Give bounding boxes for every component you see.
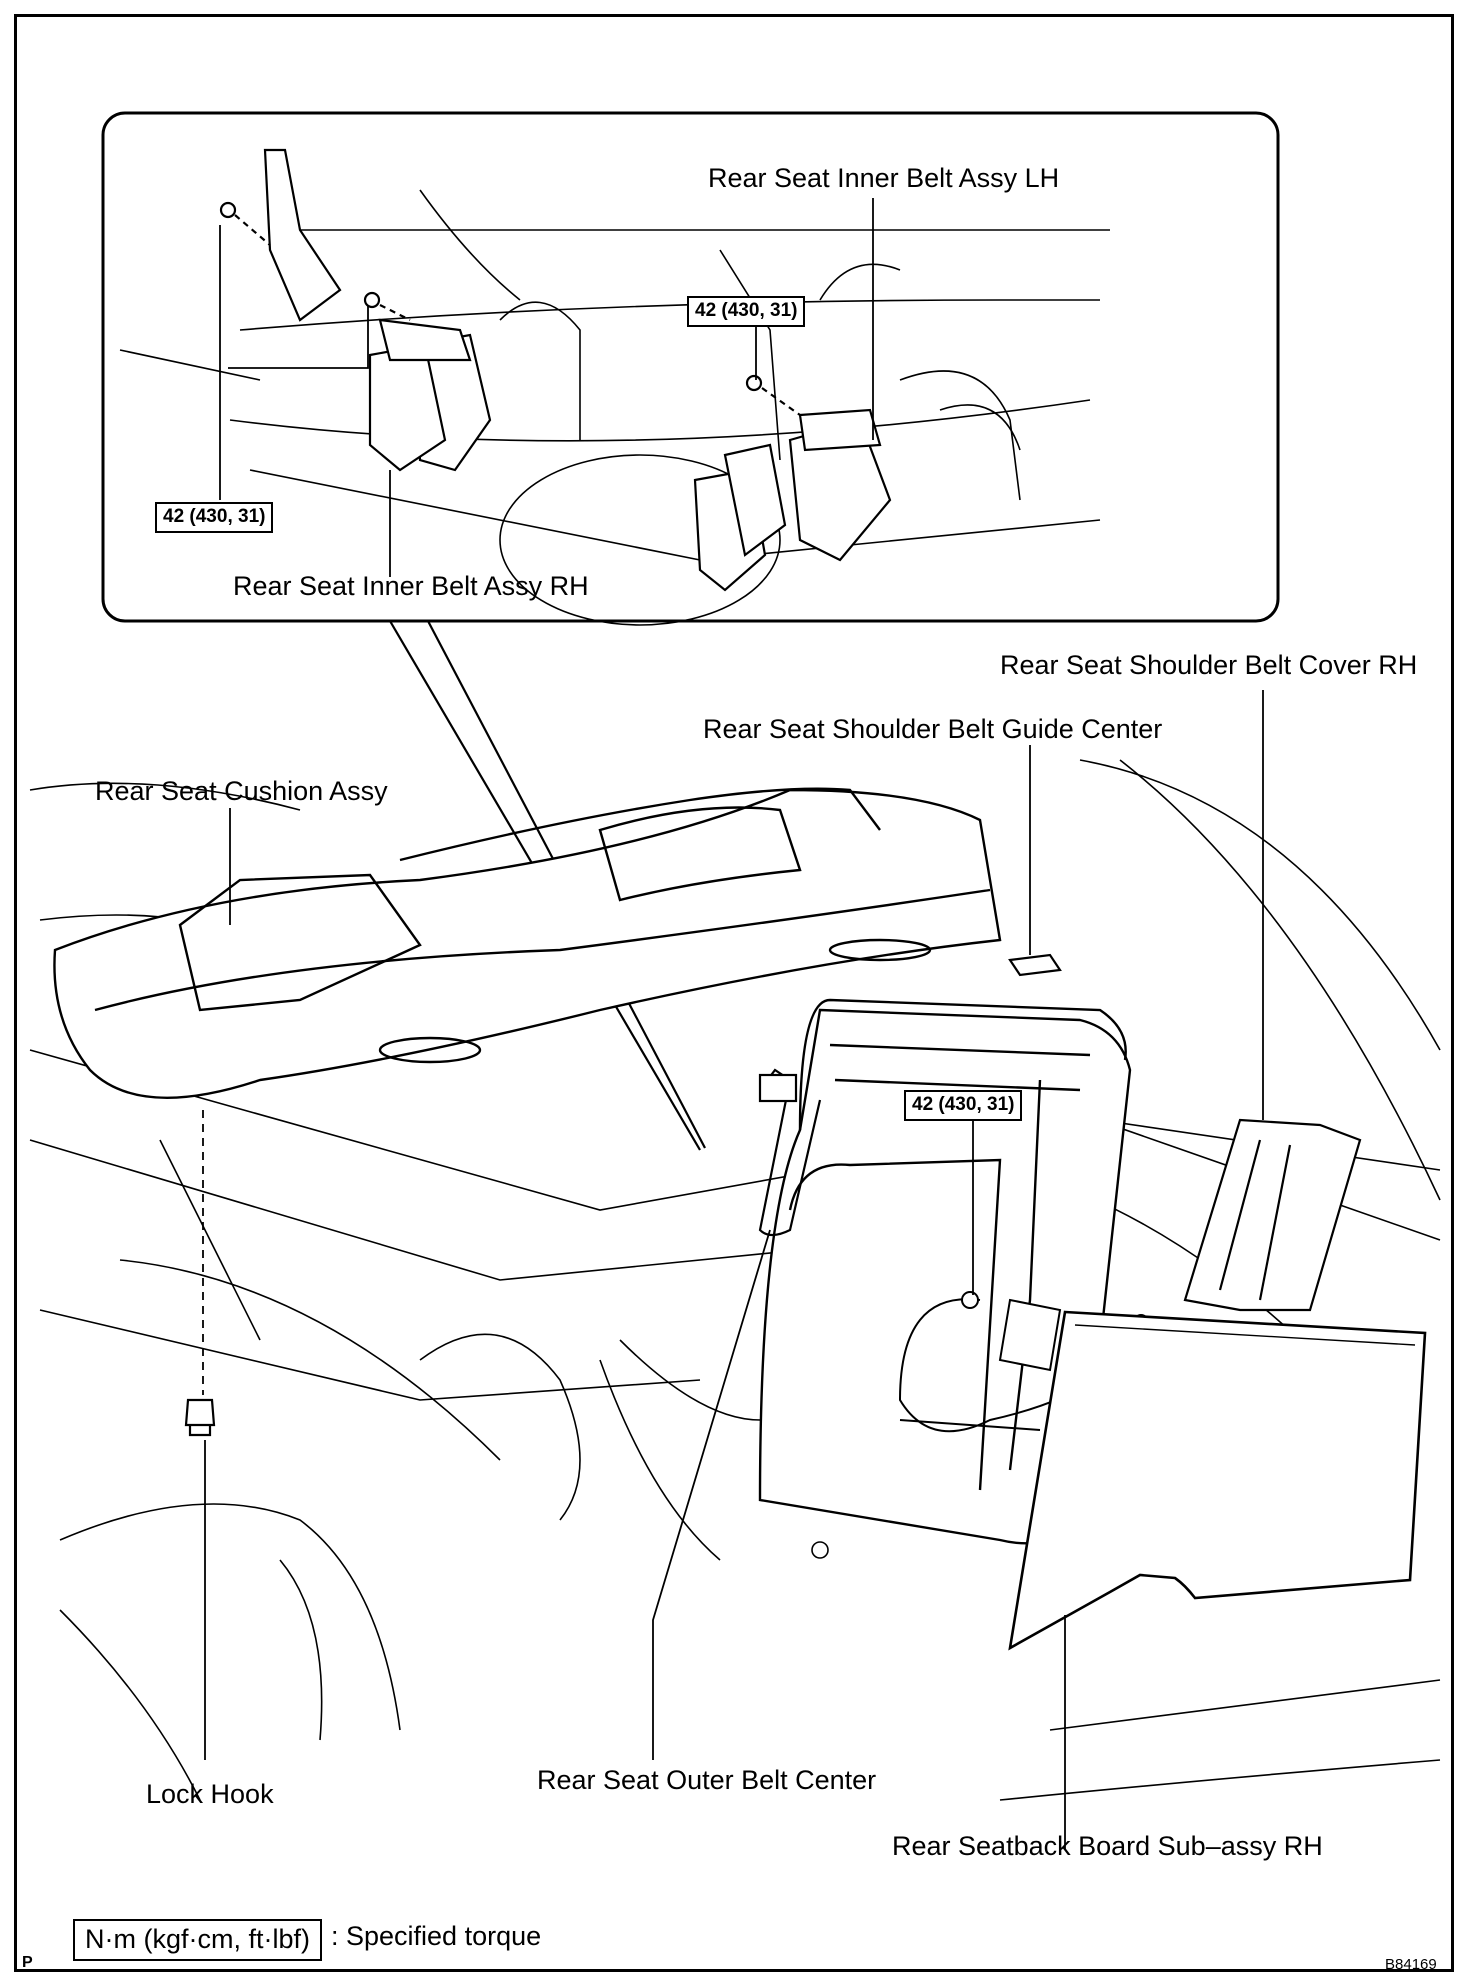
inset-lh-belt xyxy=(693,374,892,592)
torque-inset-right: 42 (430, 31) xyxy=(687,296,806,327)
torque-main: 42 (430, 31) xyxy=(904,1090,1023,1121)
corner-mark: P xyxy=(22,1954,33,1971)
legend-description: : Specified torque xyxy=(331,1921,542,1951)
label-shoulder-belt-guide-center: Rear Seat Shoulder Belt Guide Center xyxy=(703,714,1163,744)
label-seatback-board-rh: Rear Seatback Board Sub–assy RH xyxy=(892,1831,1323,1861)
seatback-board-rh xyxy=(1008,1310,1427,1651)
inset-box xyxy=(101,111,1280,623)
label-rear-seat-cushion: Rear Seat Cushion Assy xyxy=(95,776,388,806)
label-lock-hook: Lock Hook xyxy=(146,1779,274,1809)
label-outer-belt-center: Rear Seat Outer Belt Center xyxy=(537,1765,877,1795)
figure-code: B84169 xyxy=(1385,1956,1437,1973)
rear-seatback-frame xyxy=(758,998,1132,1545)
shoulder-belt-cover-rh xyxy=(1183,1118,1362,1312)
lock-hook xyxy=(184,1398,216,1437)
inset-floor-lines xyxy=(119,189,1110,626)
main-leaders xyxy=(202,690,1264,1850)
inset-rh-belt xyxy=(219,148,492,472)
diagram-frame xyxy=(14,14,1454,1972)
torque-unit-legend: N·m (kgf·cm, ft·lbf) xyxy=(73,1919,322,1961)
rear-seat-cushion xyxy=(53,787,1002,1099)
shoulder-belt-guide-center xyxy=(1008,953,1062,977)
label-inner-belt-lh: Rear Seat Inner Belt Assy LH xyxy=(708,163,1060,193)
torque-inset-left: 42 (430, 31) xyxy=(155,502,274,533)
label-inner-belt-rh: Rear Seat Inner Belt Assy RH xyxy=(233,571,589,601)
inset-leaders xyxy=(219,198,874,577)
label-shoulder-belt-cover-rh: Rear Seat Shoulder Belt Cover RH xyxy=(1000,650,1418,680)
